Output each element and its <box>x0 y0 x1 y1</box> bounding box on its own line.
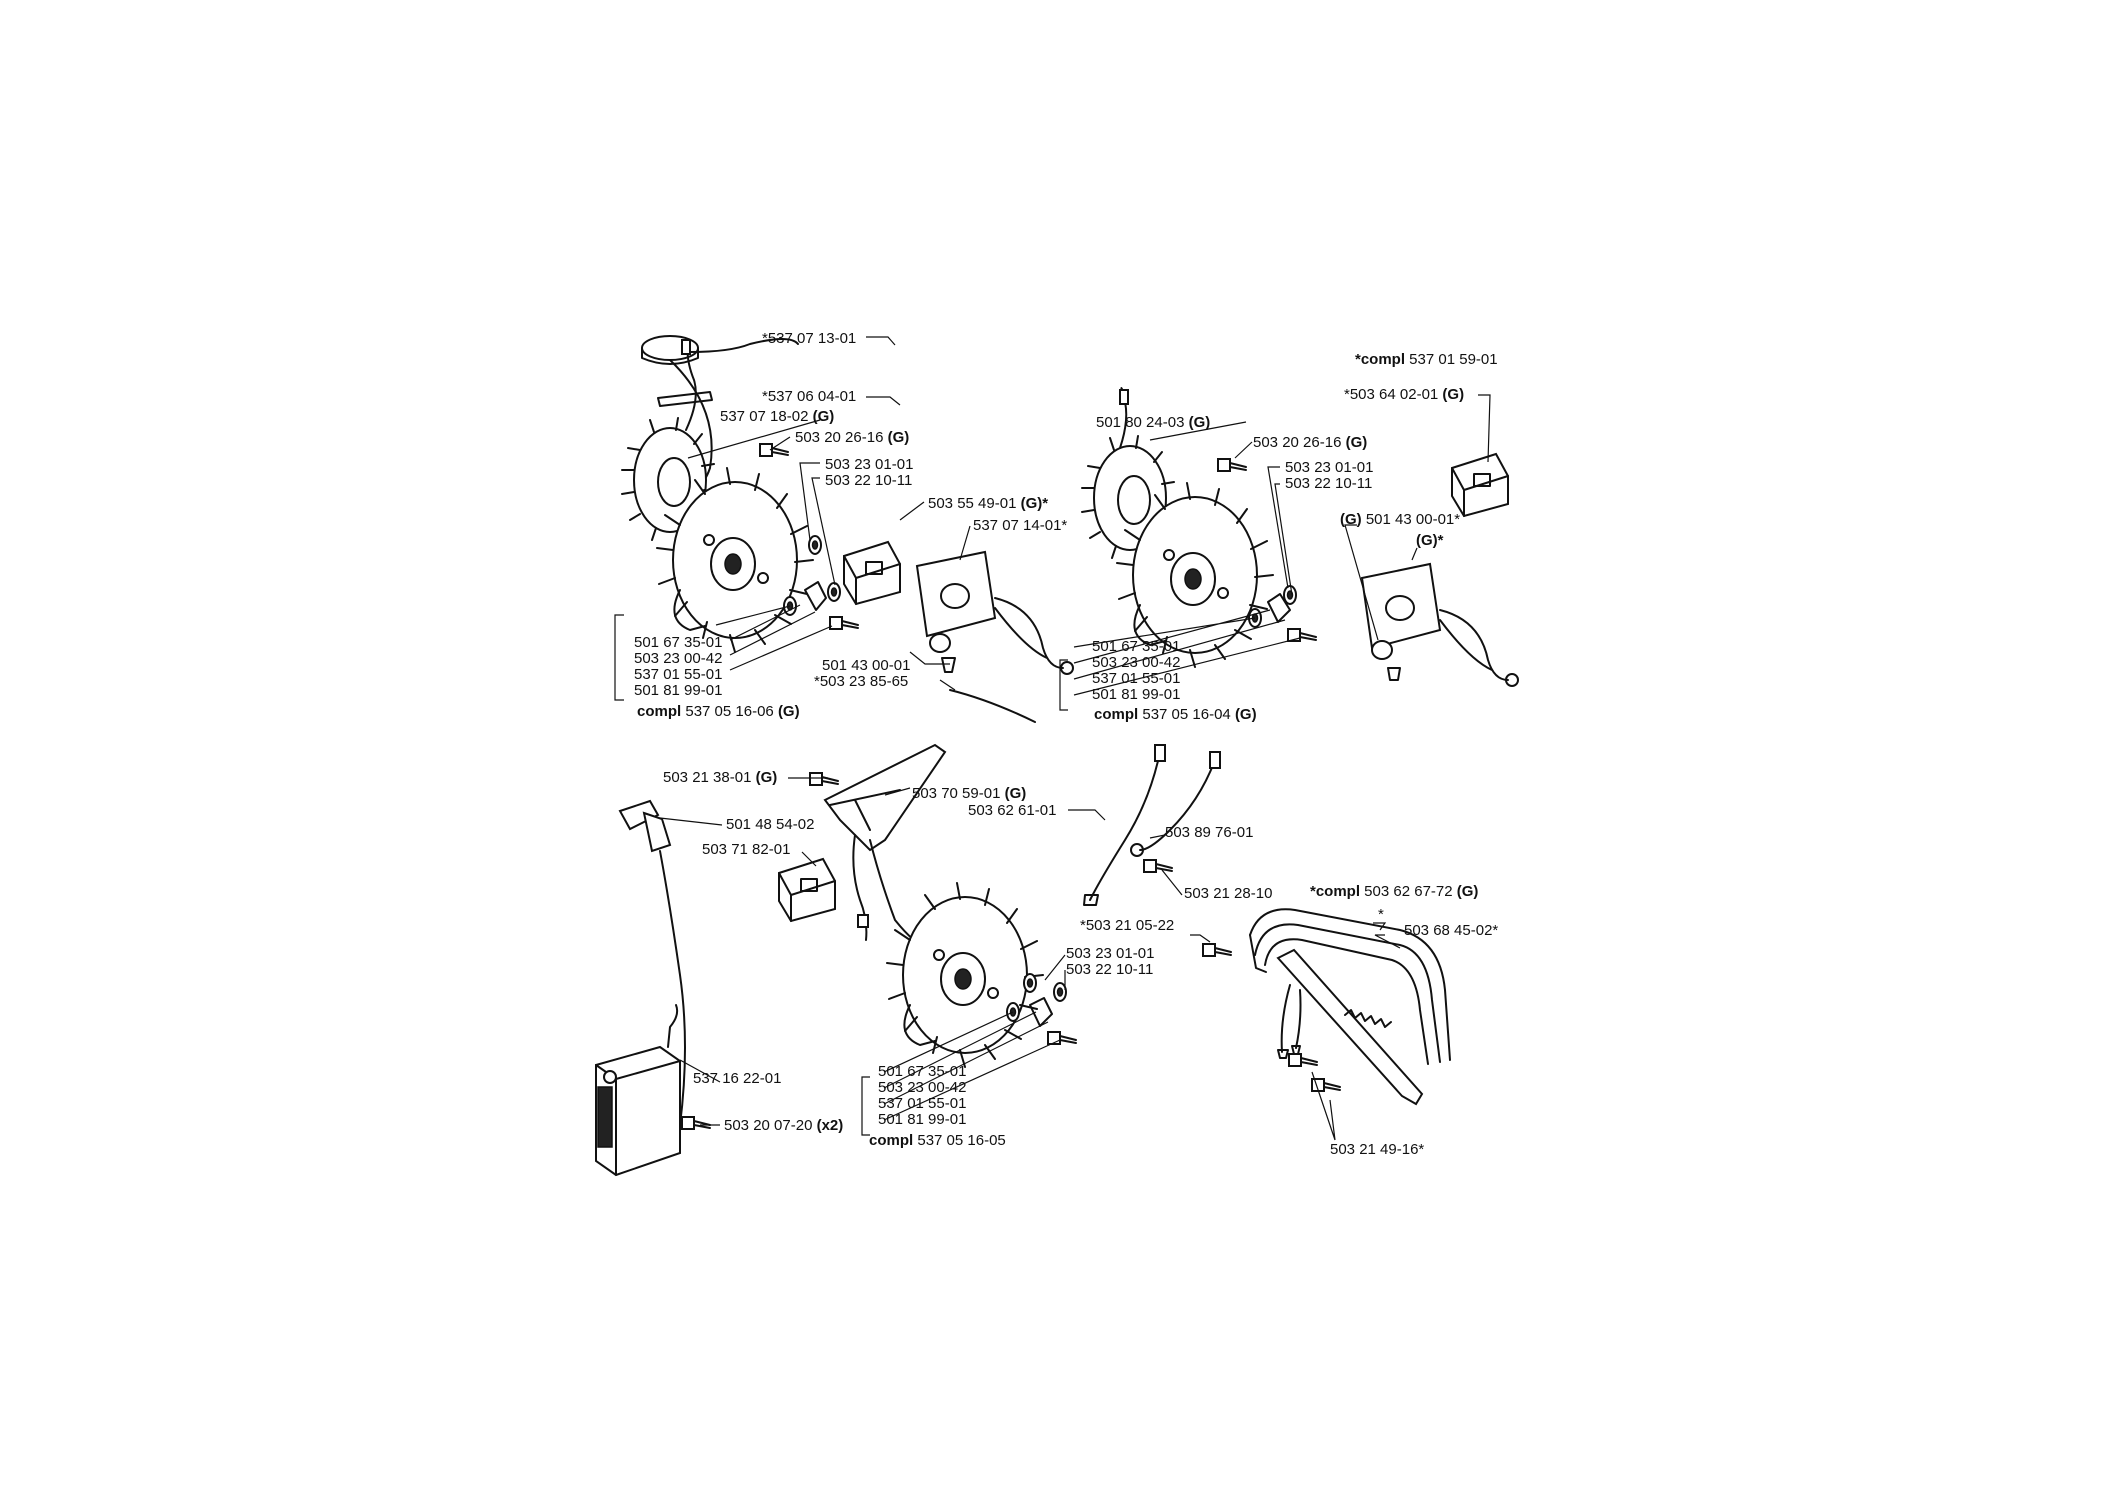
washer-drawing-7 <box>1023 973 1037 993</box>
nut-drawing-2 <box>827 582 841 602</box>
label-tl-0: *537 07 13-01 <box>762 330 856 347</box>
label-tm-compl: compl 537 05 16-04 (G) <box>1094 706 1257 723</box>
plug-drawing-2 <box>1387 667 1401 681</box>
pawl-drawing-3 <box>1029 997 1053 1027</box>
hose-drawing <box>949 689 1036 723</box>
label-bm-6: 503 23 00-42 <box>878 1079 966 1096</box>
label-br-3: 503 21 49-16* <box>1330 1141 1424 1158</box>
label-tl-12: 537 01 55-01 <box>634 666 722 683</box>
label-bm-3: 503 23 01-01 <box>1066 945 1154 962</box>
label-bm-0: 503 62 61-01 <box>968 802 1056 819</box>
label-bm-7: 537 01 55-01 <box>878 1095 966 1112</box>
group-top-right: *compl 537 01 59-01 *503 64 02-01 (G) (G… <box>1340 351 1519 687</box>
label-bl-1: 503 70 59-01 (G) <box>912 785 1026 802</box>
switch-drawing-3 <box>778 858 836 922</box>
label-tl-4: 503 23 01-01 <box>825 456 913 473</box>
ignition-module-drawing <box>595 1004 681 1177</box>
group-bottom-right: *compl 503 62 67-72 (G) * *503 21 05-22 … <box>1080 883 1498 1158</box>
stator-drawing-2 <box>1081 387 1177 559</box>
washer-drawing <box>808 535 822 555</box>
label-br-2: 503 68 45-02* <box>1404 922 1498 939</box>
label-bm-8: 501 81 99-01 <box>878 1111 966 1128</box>
nut-drawing <box>759 443 789 457</box>
lead-wire-drawing <box>1089 751 1161 901</box>
label-bm-2: 503 21 28-10 <box>1184 885 1272 902</box>
module-drawing <box>915 550 1074 675</box>
spring-drawing <box>1344 1009 1392 1028</box>
handle-wire-drawing <box>1280 984 1302 1053</box>
label-bm-compl: compl 537 05 16-05 <box>869 1132 1006 1149</box>
label-tm-6: 537 01 55-01 <box>1092 670 1180 687</box>
label-tl-10: 501 67 35-01 <box>634 634 722 651</box>
label-tr-compl: *compl 537 01 59-01 <box>1355 351 1498 368</box>
label-tl-9: *503 23 85-65 <box>814 673 908 690</box>
label-bl-4: 537 16 22-01 <box>693 1070 781 1087</box>
spark-plug-cap-drawing <box>618 799 686 1126</box>
label-bm-4: 503 22 10-11 <box>1066 961 1153 978</box>
switch-drawing-2 <box>1451 453 1509 517</box>
stator-drawing <box>621 339 717 541</box>
switch-drawing <box>843 541 901 605</box>
pawl-drawing-2 <box>1267 593 1291 623</box>
label-bl-3: 503 71 82-01 <box>702 841 790 858</box>
cover-plate-drawing <box>823 743 947 852</box>
label-br-0: * <box>1378 906 1384 923</box>
lead-wire-drawing-2 <box>1139 759 1216 851</box>
module-drawing-2 <box>1360 562 1519 687</box>
bracket-drawing <box>657 391 713 407</box>
bolt-drawing-3 <box>1047 1031 1077 1045</box>
screw-drawing-5 <box>1288 1053 1318 1067</box>
washer-drawing-3 <box>929 633 951 653</box>
nut-drawing-4 <box>1053 982 1067 1002</box>
label-tl-2: 537 07 18-02 (G) <box>720 408 834 425</box>
label-tr-2: (G)* <box>1416 532 1444 549</box>
label-bl-2: 501 48 54-02 <box>726 816 814 833</box>
label-tl-5: 503 22 10-11 <box>825 472 912 489</box>
bolt-drawing-2 <box>1287 628 1317 642</box>
handle-drawing <box>1249 908 1451 1106</box>
label-tm-0: 501 80 24-03 (G) <box>1096 414 1210 431</box>
washer-drawing-4 <box>1283 585 1297 605</box>
screw-drawing-4 <box>1202 943 1232 957</box>
screw-drawing-2 <box>681 1116 711 1130</box>
group-bottom-middle: 503 62 61-01 503 89 76-01 503 21 28-10 5… <box>861 744 1272 1149</box>
label-tm-4: 501 67 35-01 <box>1092 638 1180 655</box>
label-tl-13: 501 81 99-01 <box>634 682 722 699</box>
group-top-middle: 501 80 24-03 (G) 503 20 26-16 (G) 503 23… <box>1059 387 1373 723</box>
label-tl-7: 537 07 14-01* <box>973 517 1067 534</box>
label-tl-compl: compl 537 05 16-06 (G) <box>637 703 800 720</box>
screw-drawing-3 <box>1143 859 1173 873</box>
label-tm-5: 503 23 00-42 <box>1092 654 1180 671</box>
label-bl-5: 503 20 07-20 (x2) <box>724 1117 843 1134</box>
label-tr-1: (G) 501 43 00-01* <box>1340 511 1460 528</box>
label-bm-1: 503 89 76-01 <box>1165 824 1253 841</box>
washer-drawing-6 <box>1371 640 1393 660</box>
label-tl-8: 501 43 00-01 <box>822 657 910 674</box>
nut-drawing-3 <box>1217 458 1247 472</box>
label-tl-11: 503 23 00-42 <box>634 650 722 667</box>
label-tm-3: 503 22 10-11 <box>1285 475 1372 492</box>
label-tl-6: 503 55 49-01 (G)* <box>928 495 1048 512</box>
label-br-compl: *compl 503 62 67-72 (G) <box>1310 883 1478 900</box>
label-tr-0: *503 64 02-01 (G) <box>1344 386 1464 403</box>
plug-drawing <box>941 657 956 673</box>
screw-drawing <box>809 772 839 786</box>
label-tm-2: 503 23 01-01 <box>1285 459 1373 476</box>
group-bottom-left: 503 21 38-01 (G) 503 70 59-01 (G) 501 48… <box>595 743 1026 1177</box>
bolt-drawing <box>829 616 859 630</box>
pawl-drawing <box>804 581 827 611</box>
label-tm-1: 503 20 26-16 (G) <box>1253 434 1367 451</box>
label-tl-3: 503 20 26-16 (G) <box>795 429 909 446</box>
label-tl-1: *537 06 04-01 <box>762 388 856 405</box>
flywheel-drawing-3 <box>886 882 1044 1068</box>
label-br-1: *503 21 05-22 <box>1080 917 1174 934</box>
label-tm-7: 501 81 99-01 <box>1092 686 1180 703</box>
label-bm-5: 501 67 35-01 <box>878 1063 966 1080</box>
label-bl-0: 503 21 38-01 (G) <box>663 769 777 786</box>
group-top-left: *537 07 13-01 *537 06 04-01 537 07 18-02… <box>614 330 1074 723</box>
